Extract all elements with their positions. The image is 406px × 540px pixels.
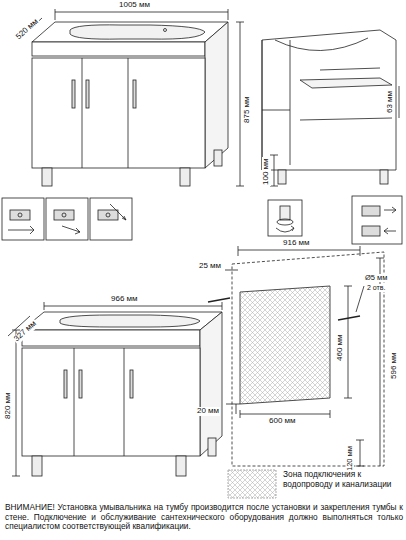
legend-swatch bbox=[228, 470, 276, 498]
dimension-label: 966 мм bbox=[110, 295, 139, 304]
cabinet-front-view bbox=[18, 9, 244, 186]
hinge-adjust-icons bbox=[2, 196, 402, 244]
cabinet-perspective-view bbox=[8, 302, 222, 476]
dimension-label: 460 мм bbox=[336, 333, 345, 362]
dimension-label: 600 мм bbox=[268, 417, 297, 426]
warning-note: ВНИМАНИЕ! Установка умывальника на тумбу… bbox=[4, 503, 404, 532]
dimension-label: 25 мм bbox=[198, 262, 222, 271]
dimension-label: 20 мм bbox=[196, 407, 220, 416]
dimension-label: 596 мм bbox=[390, 351, 399, 380]
dimension-label: 1005 мм bbox=[118, 1, 151, 10]
dimension-label: 820 мм bbox=[4, 391, 13, 420]
dimension-label: 916 мм bbox=[282, 239, 311, 248]
cabinet-rear-view bbox=[262, 30, 399, 186]
dimension-label: 875 мм bbox=[243, 95, 252, 124]
dimension-label: 63 мм bbox=[386, 90, 395, 114]
dimension-label: 2 отв. bbox=[366, 284, 386, 292]
legend-text: Зона подключения к водопроводу и канализ… bbox=[282, 470, 402, 489]
dimension-label: Ø5 мм bbox=[364, 274, 388, 282]
dimension-label: 120 мм bbox=[346, 445, 354, 472]
wall-mounting-scheme bbox=[208, 246, 384, 466]
dimension-label: 100 мм bbox=[262, 157, 271, 186]
